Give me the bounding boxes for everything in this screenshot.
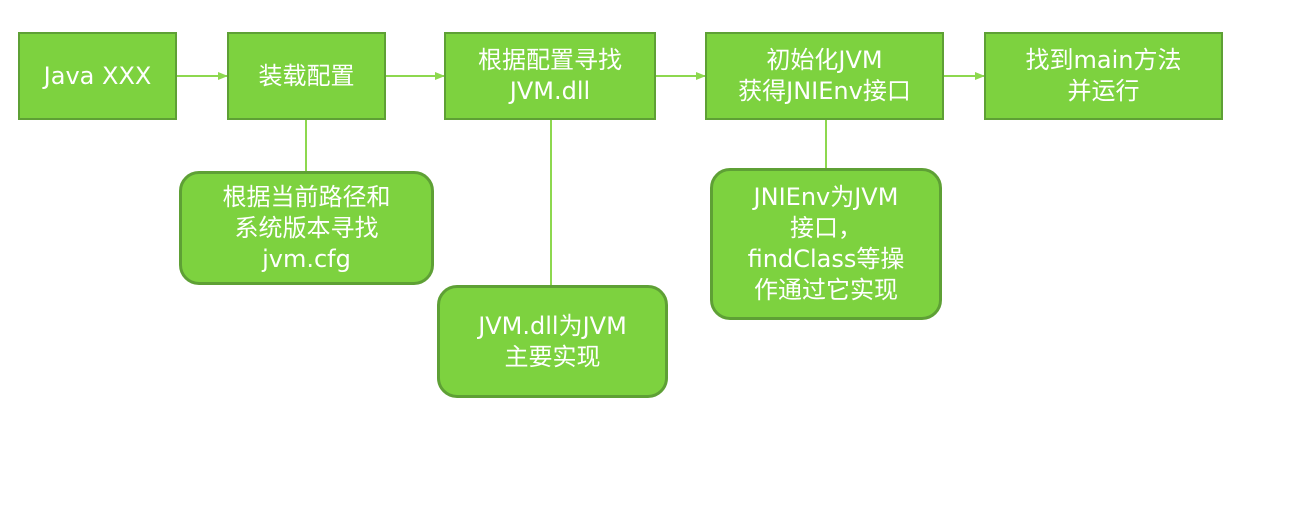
step-load-config: 装载配置 [227, 32, 386, 120]
note-jnienv-text: JNIEnv为JVM 接口， findClass等操 作通过它实现 [747, 183, 905, 304]
note-jvm-dll-text: JVM.dll为JVM 主要实现 [478, 311, 627, 371]
step-find-main-label: 找到main方法 并运行 [1025, 46, 1182, 105]
note-config-lookup-text: 根据当前路径和 系统版本寻找 jvm.cfg [222, 182, 391, 273]
step-find-jvm-dll: 根据配置寻找 JVM.dll [444, 32, 656, 120]
note-config-lookup: 根据当前路径和 系统版本寻找 jvm.cfg [179, 171, 434, 285]
note-jnienv: JNIEnv为JVM 接口， findClass等操 作通过它实现 [710, 168, 942, 320]
step-find-jvm-dll-label: 根据配置寻找 JVM.dll [478, 46, 622, 105]
step-init-jvm: 初始化JVM 获得JNIEnv接口 [705, 32, 944, 120]
note-jvm-dll: JVM.dll为JVM 主要实现 [437, 285, 668, 398]
step-java-command-label: Java XXX [43, 61, 152, 90]
step-load-config-label: 装载配置 [258, 61, 355, 90]
step-java-command: Java XXX [18, 32, 177, 120]
step-init-jvm-label: 初始化JVM 获得JNIEnv接口 [738, 46, 911, 105]
step-find-main: 找到main方法 并运行 [984, 32, 1223, 120]
